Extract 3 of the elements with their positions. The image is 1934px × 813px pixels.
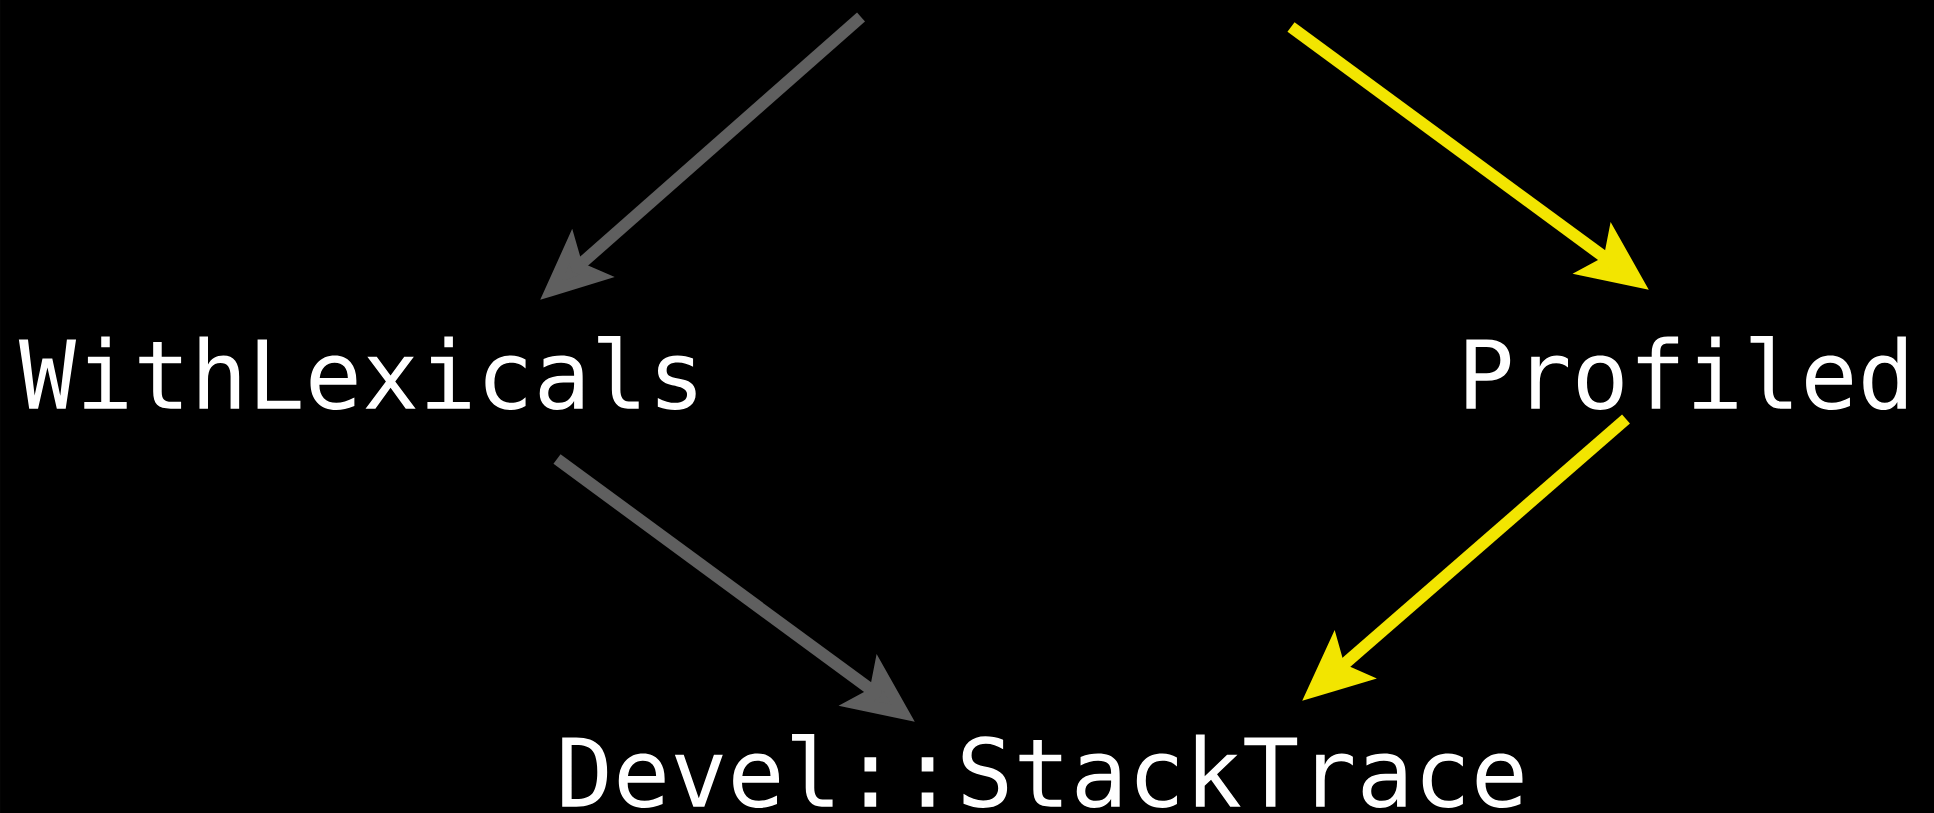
module-label: WithLexicals xyxy=(18,336,696,410)
module-label: Devel::StackTrace xyxy=(562,734,1523,808)
module-label: Profiled xyxy=(1466,336,1906,410)
